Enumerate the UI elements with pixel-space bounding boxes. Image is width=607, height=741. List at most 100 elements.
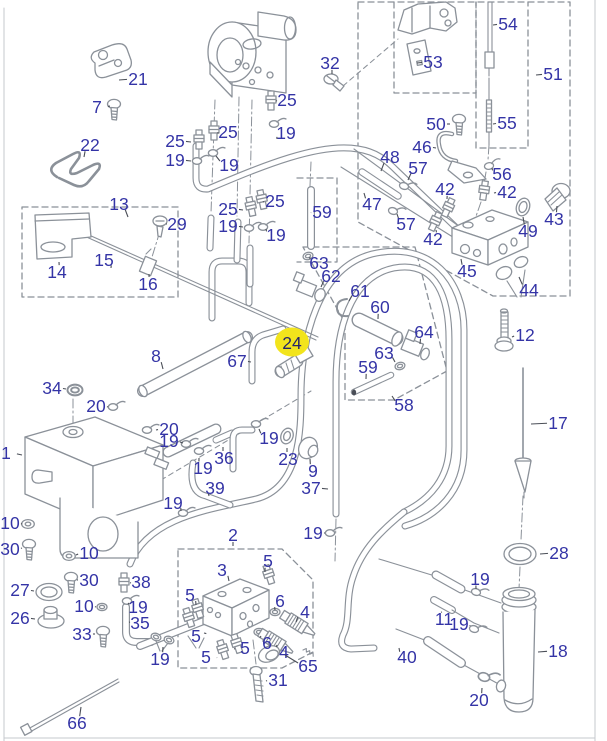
part-label-3[interactable]: 3 [217,560,227,580]
part-label-29[interactable]: 29 [167,214,186,234]
part-label-13[interactable]: 13 [109,194,128,214]
part-label-5[interactable]: 5 [191,626,201,646]
part-label-19[interactable]: 19 [259,428,278,448]
part-label-54[interactable]: 54 [498,14,518,34]
part-label-26[interactable]: 26 [10,608,29,628]
part-label-43[interactable]: 43 [544,209,563,229]
part-label-25[interactable]: 25 [265,191,284,211]
part-label-33[interactable]: 33 [72,624,91,644]
part-label-32[interactable]: 32 [320,53,339,73]
part-label-47[interactable]: 47 [362,194,381,214]
part-label-5[interactable]: 5 [201,647,211,667]
part-label-42[interactable]: 42 [423,229,442,249]
part-label-21[interactable]: 21 [128,69,147,89]
part-label-60[interactable]: 60 [370,297,390,317]
part-label-62[interactable]: 62 [321,266,340,286]
part-label-6[interactable]: 6 [275,591,285,611]
part-label-46[interactable]: 46 [412,137,431,157]
part-label-10[interactable]: 10 [0,513,20,533]
part-label-5[interactable]: 5 [185,585,195,605]
part-label-64[interactable]: 64 [414,322,434,342]
part-label-38[interactable]: 38 [131,572,150,592]
part-label-63[interactable]: 63 [309,253,328,273]
part-label-5[interactable]: 5 [240,638,250,658]
part-label-11[interactable]: 11 [435,609,453,629]
part-label-7[interactable]: 7 [92,97,102,117]
part-label-61[interactable]: 61 [350,281,369,301]
part-label-8[interactable]: 8 [151,346,161,366]
part-label-40[interactable]: 40 [397,647,417,667]
part-label-20[interactable]: 20 [469,690,489,710]
part-label-66[interactable]: 66 [67,713,86,733]
part-label-20[interactable]: 20 [159,419,179,439]
part-label-30[interactable]: 30 [0,539,20,559]
part-label-25[interactable]: 25 [218,122,237,142]
part-label-19[interactable]: 19 [193,458,212,478]
part-label-19[interactable]: 19 [449,614,468,634]
part-label-39[interactable]: 39 [205,478,224,498]
part-label-24[interactable]: 24 [282,333,302,353]
part-label-55[interactable]: 55 [497,113,516,133]
part-label-4[interactable]: 4 [279,642,289,662]
part-label-12[interactable]: 12 [515,325,534,345]
part-label-50[interactable]: 50 [426,114,446,134]
part-label-57[interactable]: 57 [396,214,415,234]
part-label-22[interactable]: 22 [80,135,99,155]
part-label-25[interactable]: 25 [165,131,184,151]
part-label-18[interactable]: 18 [548,641,567,661]
part-label-27[interactable]: 27 [10,580,29,600]
part-label-15[interactable]: 15 [94,250,113,270]
part-label-19[interactable]: 19 [266,225,285,245]
part-label-30[interactable]: 30 [79,570,99,590]
part-label-57[interactable]: 57 [408,158,427,178]
rod-15 [61,222,319,341]
part-label-42[interactable]: 42 [497,182,516,202]
leader-line [535,73,543,76]
part-label-16[interactable]: 16 [138,274,157,294]
part-label-31[interactable]: 31 [268,670,287,690]
part-label-2[interactable]: 2 [228,525,238,545]
part-label-35[interactable]: 35 [130,613,149,633]
part-label-67[interactable]: 67 [227,351,246,371]
part-label-1[interactable]: 1 [1,443,11,463]
part-label-63[interactable]: 63 [374,343,393,363]
part-label-37[interactable]: 37 [301,478,320,498]
part-label-49[interactable]: 49 [518,221,537,241]
part-label-19[interactable]: 19 [128,597,147,617]
part-label-19[interactable]: 19 [303,523,322,543]
part-label-48[interactable]: 48 [380,147,399,167]
part-label-19[interactable]: 19 [165,150,184,170]
part-label-23[interactable]: 23 [278,449,297,469]
part-label-19[interactable]: 19 [219,155,238,175]
part-label-4[interactable]: 4 [300,602,310,622]
part-label-58[interactable]: 58 [394,395,413,415]
part-label-5[interactable]: 5 [263,551,273,571]
part-label-36[interactable]: 36 [214,448,233,468]
part-label-19[interactable]: 19 [159,431,178,451]
part-label-19[interactable]: 19 [470,569,489,589]
part-label-10[interactable]: 10 [79,543,99,563]
part-label-9[interactable]: 9 [308,461,318,481]
part-label-20[interactable]: 20 [86,396,106,416]
part-label-25[interactable]: 25 [277,90,296,110]
part-label-45[interactable]: 45 [457,261,476,281]
part-label-19[interactable]: 19 [276,123,295,143]
part-label-14[interactable]: 14 [47,262,67,282]
part-label-17[interactable]: 17 [548,413,567,433]
part-label-65[interactable]: 65 [298,656,317,676]
part-label-59[interactable]: 59 [358,357,377,377]
part-label-34[interactable]: 34 [42,378,62,398]
part-label-42[interactable]: 42 [435,179,454,199]
part-label-51[interactable]: 51 [543,64,562,84]
part-label-25[interactable]: 25 [218,199,237,219]
part-label-19[interactable]: 19 [163,493,182,513]
part-label-53[interactable]: 53 [423,52,442,72]
part-label-19[interactable]: 19 [218,216,237,236]
part-label-59[interactable]: 59 [312,202,331,222]
part-label-6[interactable]: 6 [262,633,272,653]
part-label-28[interactable]: 28 [549,543,568,563]
part-label-10[interactable]: 10 [74,596,94,616]
part-label-19[interactable]: 19 [150,649,169,669]
part-label-56[interactable]: 56 [492,164,511,184]
part-label-44[interactable]: 44 [519,280,539,300]
